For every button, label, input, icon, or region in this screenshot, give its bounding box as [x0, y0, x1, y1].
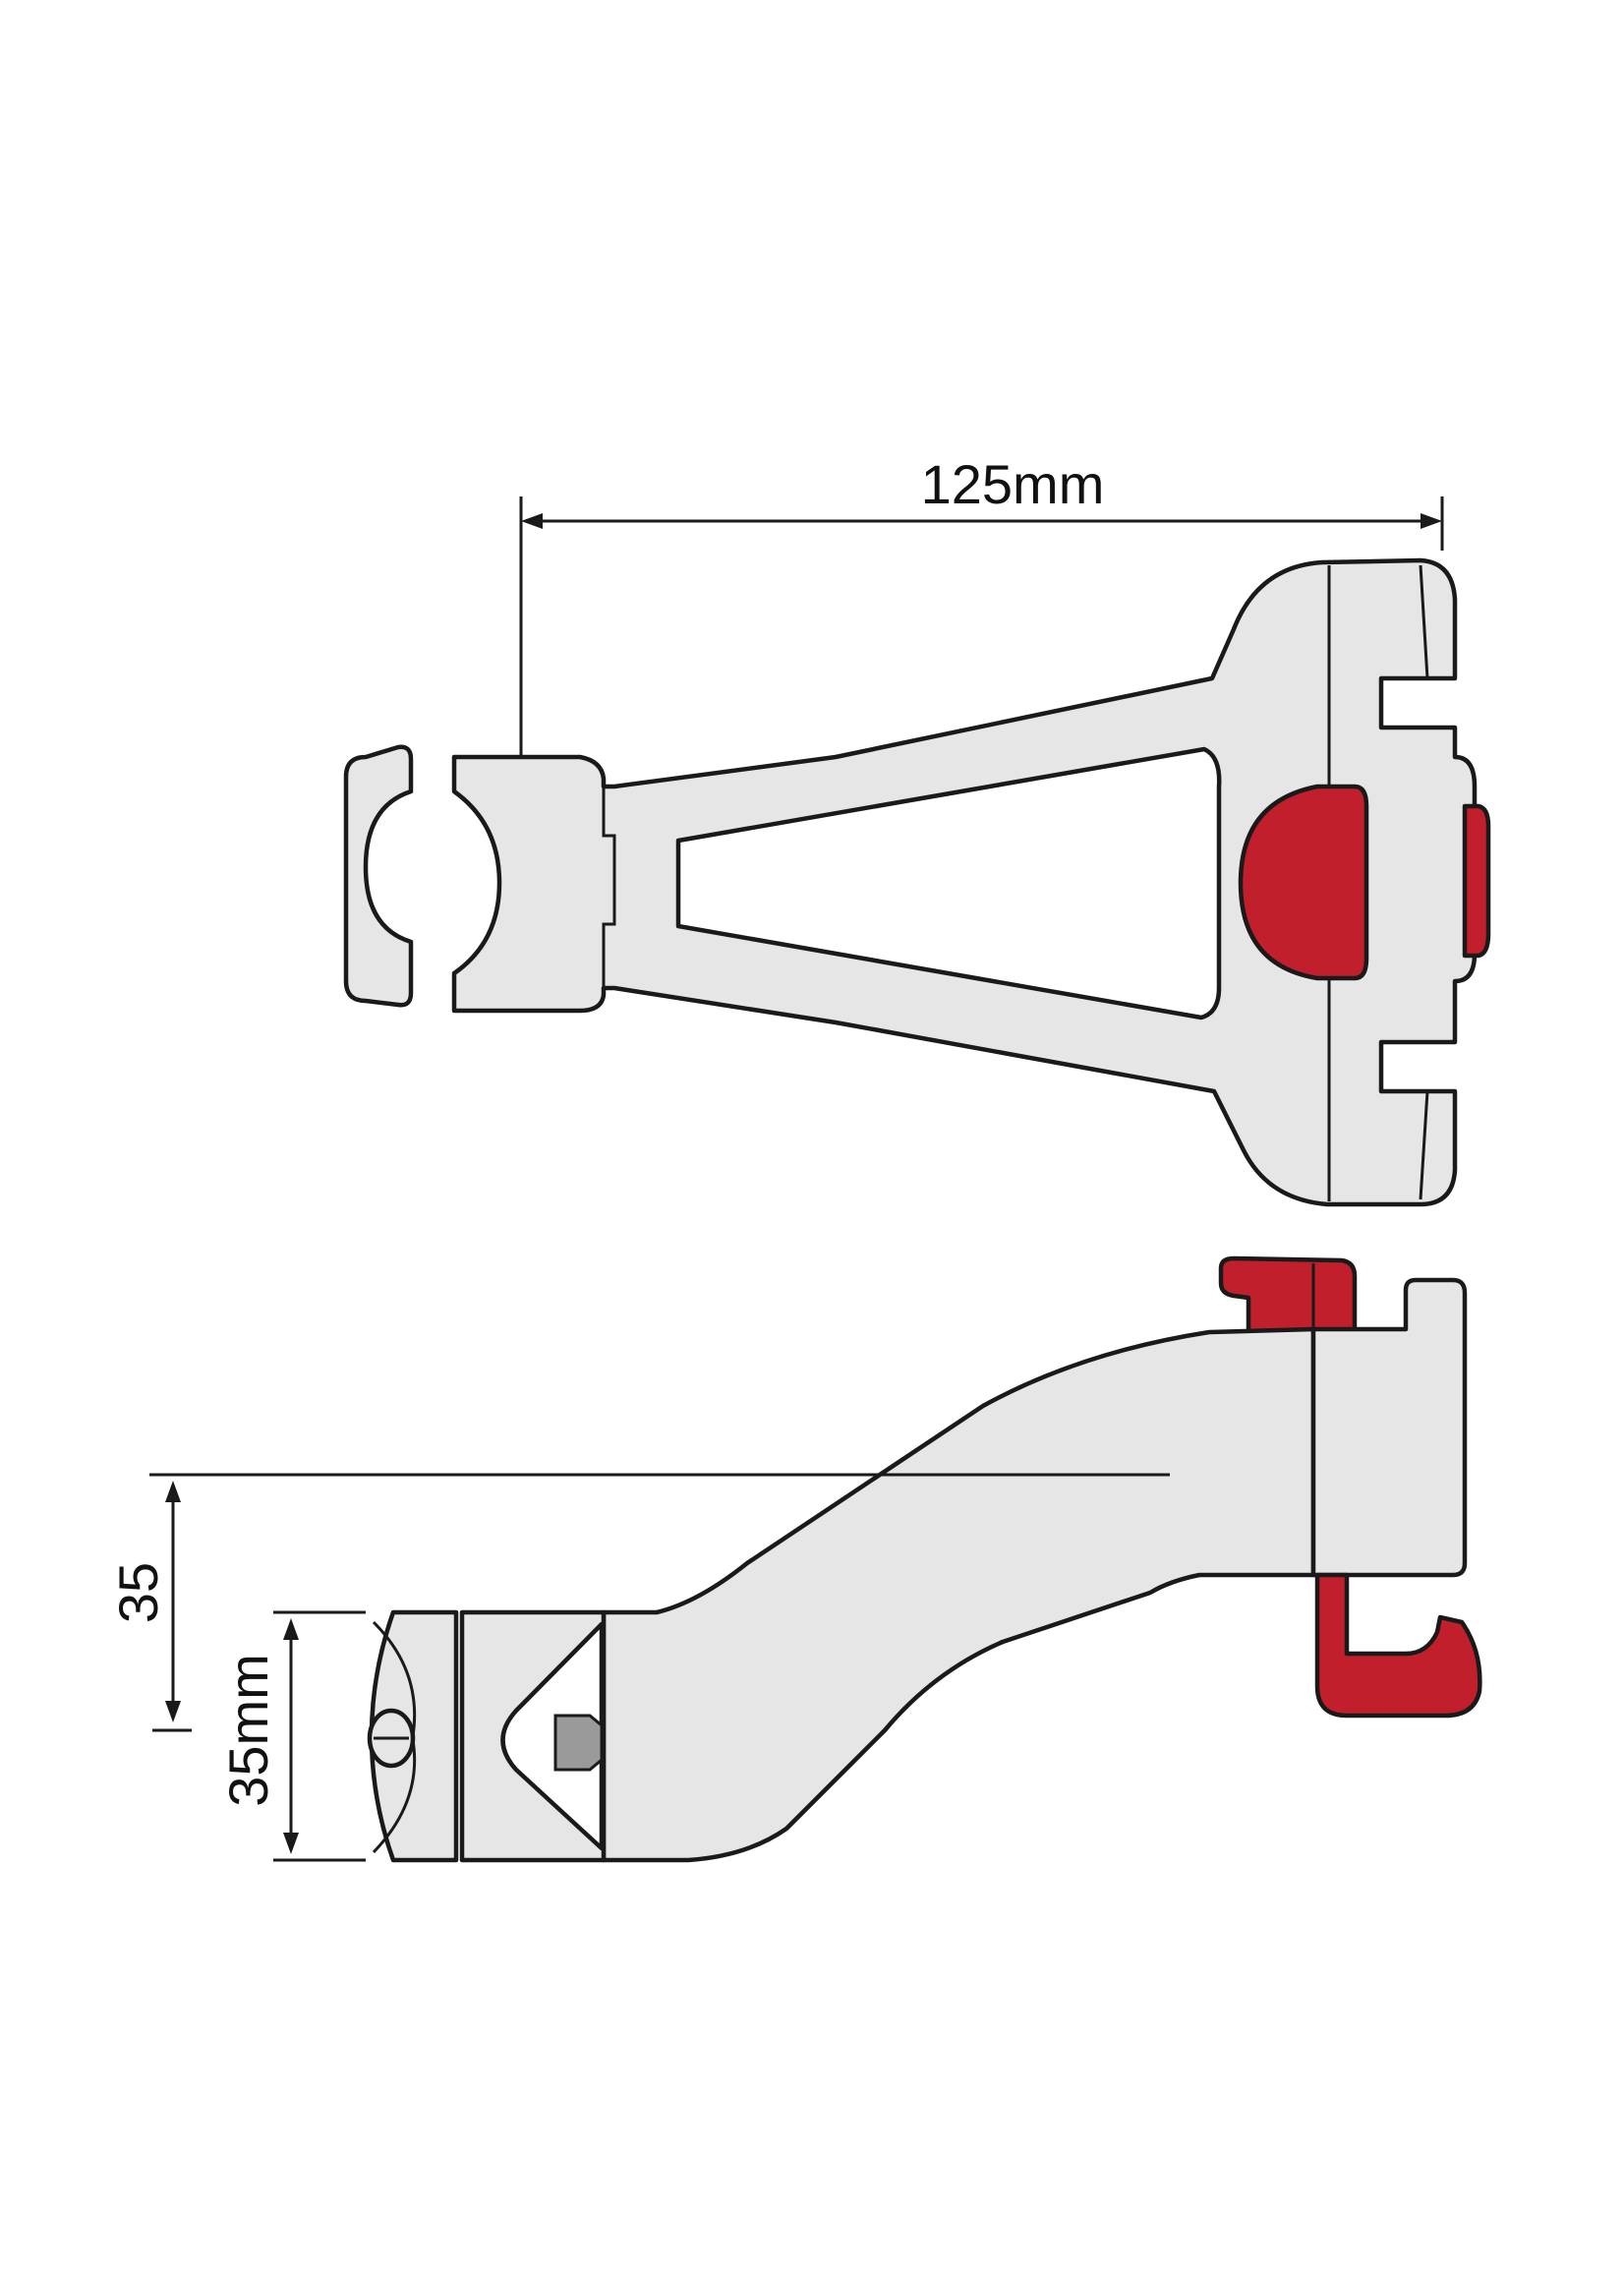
head-edge-top [1419, 564, 1429, 679]
offset-dimension: 35 [107, 1473, 1170, 1732]
red-side-tab [1462, 803, 1491, 959]
diameter-dimension-label: 35mm [217, 1654, 279, 1807]
top-view: 125mm [343, 453, 1491, 1207]
offset-dimension-label: 35 [107, 1562, 169, 1623]
screw-recess-shade [553, 1714, 604, 1772]
bracket-arm-side [601, 1326, 1316, 1863]
clamp-face-curve-top [372, 1620, 417, 1737]
red-bottom-hook [1314, 1572, 1482, 1719]
red-knob [1238, 784, 1369, 981]
head-edge-bottom [1419, 1090, 1429, 1200]
width-dimension-label: 125mm [921, 453, 1105, 515]
width-dimension: 125mm [519, 453, 1444, 826]
clamp-jaw-left [343, 744, 414, 1008]
clamp-face-curve-bottom [372, 1739, 417, 1854]
side-view: 35 35mm [107, 1255, 1482, 1863]
screw-recess [500, 1621, 605, 1851]
mounting-block [1310, 1277, 1468, 1578]
red-top-hook [1218, 1255, 1358, 1340]
diameter-dimension: 35mm [217, 1610, 366, 1862]
arm-cutout [675, 746, 1222, 1020]
clamp-joint [602, 787, 616, 988]
